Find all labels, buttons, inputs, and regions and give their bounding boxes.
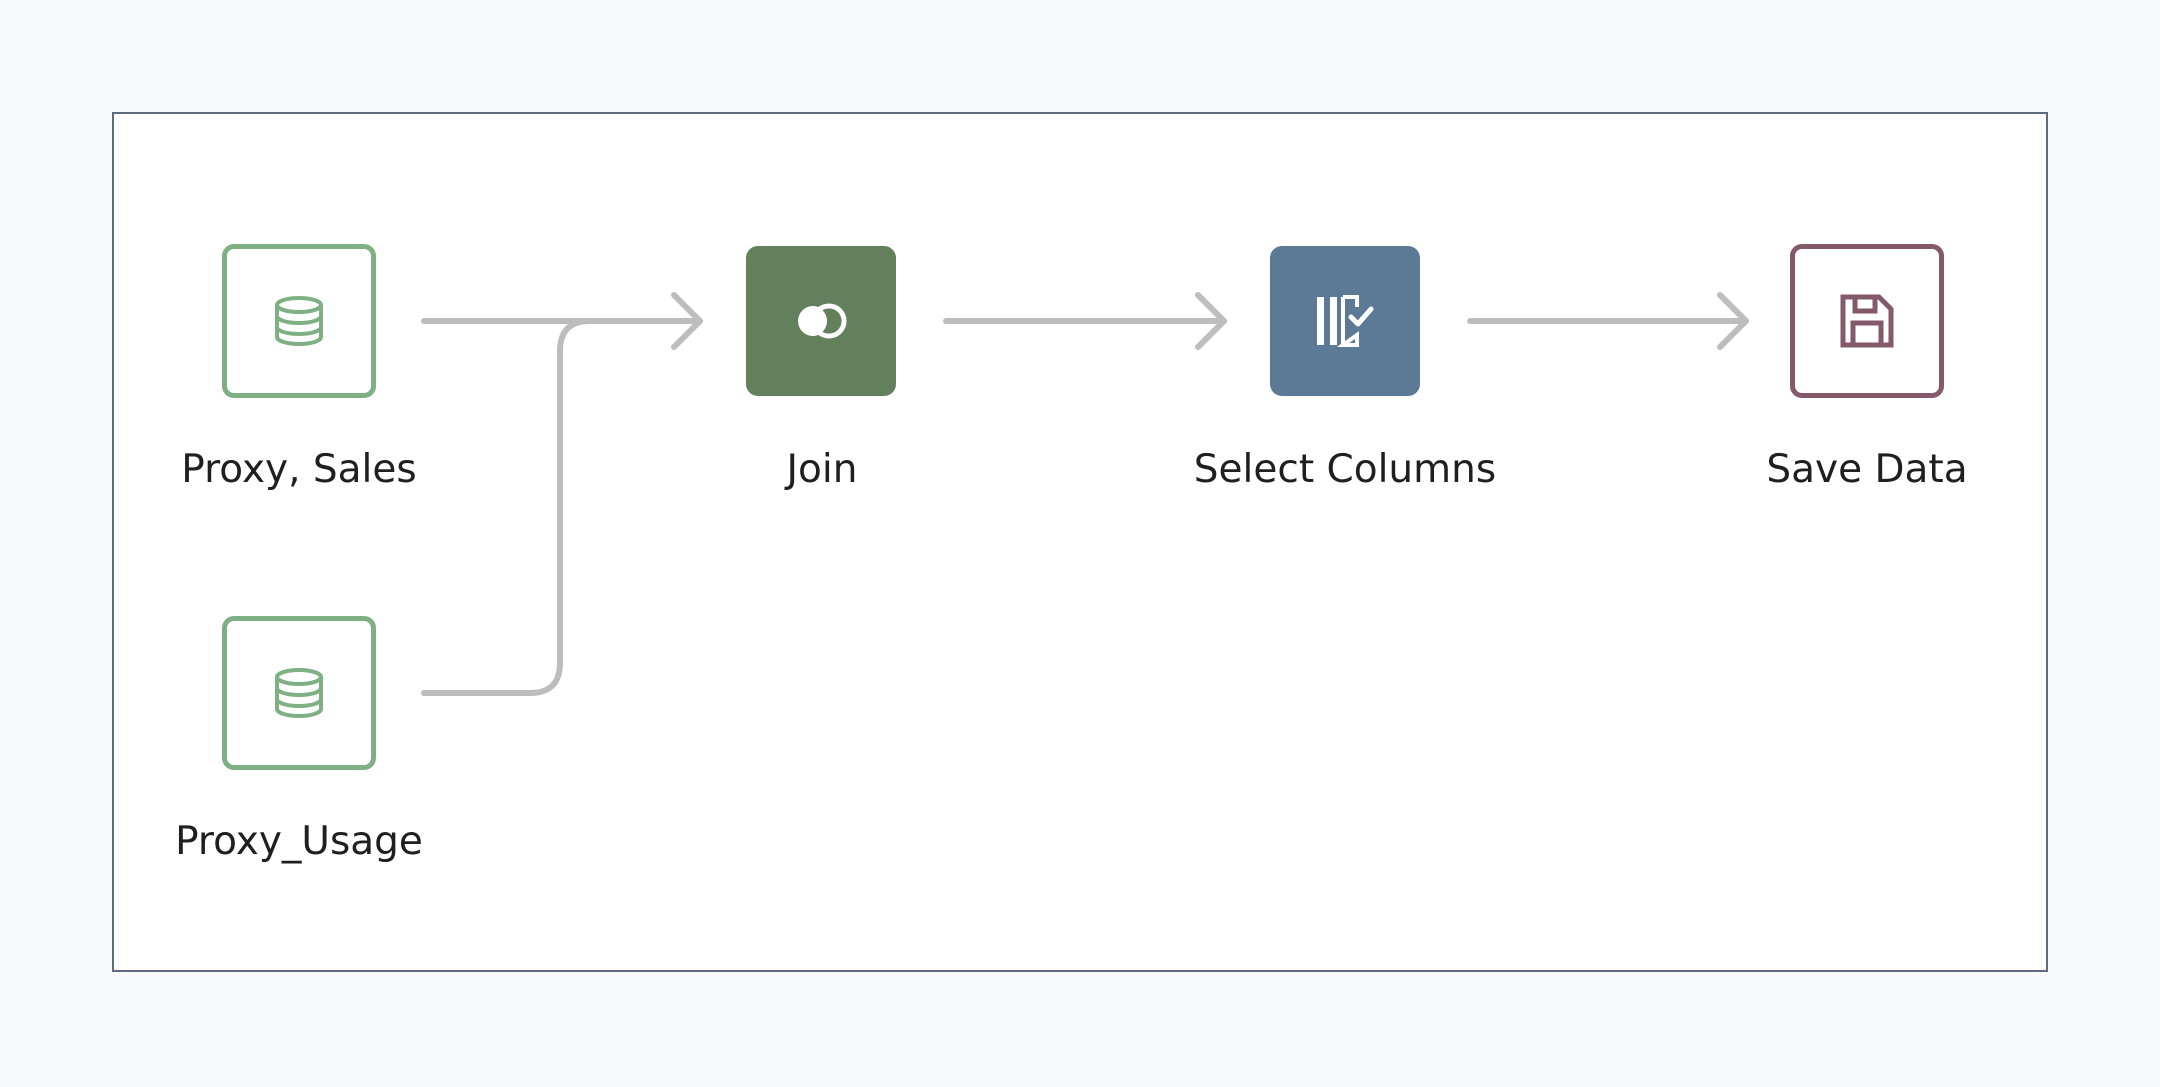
database-icon — [275, 296, 323, 347]
node-join[interactable] — [746, 246, 896, 396]
join-icon — [798, 303, 847, 339]
node-proxy-usage[interactable] — [222, 616, 376, 770]
node-select-columns[interactable] — [1270, 246, 1420, 396]
node-label-join: Join — [786, 447, 858, 492]
node-proxy-sales[interactable] — [222, 244, 376, 398]
node-label-proxy-usage: Proxy_Usage — [175, 819, 423, 864]
node-save-data[interactable] — [1790, 244, 1944, 398]
node-label-select-columns: Select Columns — [1193, 447, 1497, 492]
database-icon — [275, 668, 323, 719]
select-columns-icon — [1317, 295, 1374, 347]
node-label-proxy-sales: Proxy, Sales — [181, 447, 417, 492]
node-label-save-data: Save Data — [1766, 447, 1968, 492]
save-icon — [1840, 294, 1894, 348]
